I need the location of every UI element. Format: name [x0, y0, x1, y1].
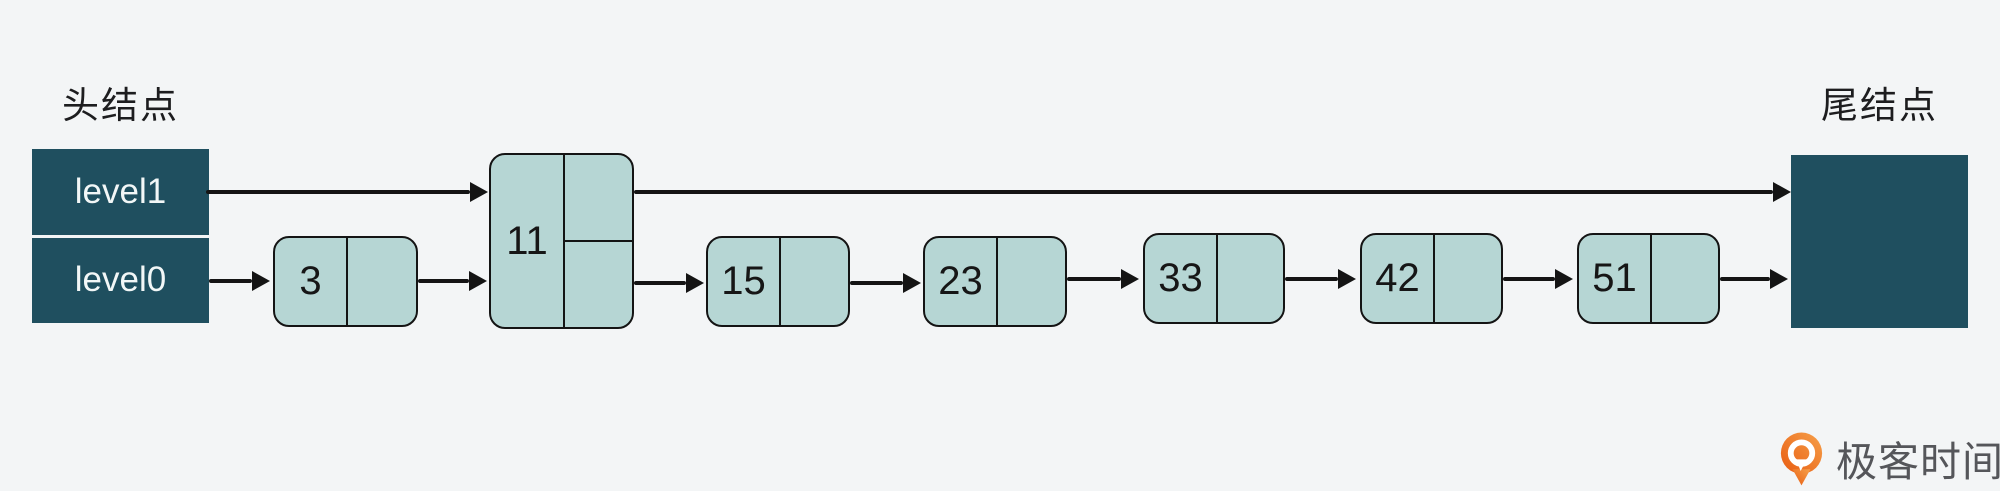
- tail-node: [1791, 155, 1968, 328]
- level0-arrow-head-to-3-line: [209, 279, 252, 283]
- node-pointer-cell: [998, 238, 1065, 325]
- head-node: level1 level0: [32, 149, 209, 323]
- node-value-cell: 15: [708, 238, 781, 325]
- geektime-logo-text: 极客时间: [1836, 439, 2000, 485]
- head-level0-label: level0: [74, 260, 167, 300]
- level0-arrow-11-to-15-arrowhead-icon: [686, 273, 704, 293]
- level0-arrow-23-to-33-line: [1067, 277, 1121, 281]
- level0-arrow-3-to-11-line: [418, 279, 469, 283]
- node-value: 15: [721, 259, 766, 303]
- level0-arrow-42-to-51-arrowhead-icon: [1555, 269, 1573, 289]
- skiplist-node-33: 33: [1143, 233, 1285, 324]
- skiplist-node-15: 15: [706, 236, 850, 327]
- node-value: 33: [1158, 256, 1203, 300]
- node-pointer-cell: [348, 238, 416, 325]
- level0-arrow-3-to-11-arrowhead-icon: [469, 271, 487, 291]
- level0-arrow-42-to-51-line: [1503, 277, 1555, 281]
- node-value-cell: 23: [925, 238, 998, 325]
- geektime-logo-icon: [1780, 432, 1823, 485]
- head-row-divider: [32, 234, 209, 238]
- level0-arrow-51-to-tail-arrowhead-icon: [1770, 269, 1788, 289]
- node-value-cell: 42: [1362, 235, 1435, 322]
- node-pointer-cell: [781, 238, 848, 325]
- node-pointer-cell: [1218, 235, 1283, 322]
- level0-arrow-23-to-33-arrowhead-icon: [1121, 269, 1139, 289]
- head-level1-label: level1: [74, 171, 167, 211]
- level0-arrow-15-to-23-arrowhead-icon: [903, 273, 921, 293]
- level0-arrow-33-to-42-line: [1285, 277, 1338, 281]
- head-level1-cell: level1: [32, 149, 209, 235]
- node-value-cell: 51: [1579, 235, 1652, 322]
- skiplist-node-23: 23: [923, 236, 1067, 327]
- node-value: 3: [299, 259, 322, 303]
- node-pointer-cell-level1: [565, 155, 632, 242]
- node-pointer-cell-level0: [565, 242, 632, 327]
- skiplist-node-3: 3: [273, 236, 418, 327]
- node-value-cell: 33: [1145, 235, 1218, 322]
- level0-arrow-head-to-3-arrowhead-icon: [252, 271, 270, 291]
- node-value: 11: [506, 218, 548, 263]
- head-level0-cell: level0: [32, 238, 209, 324]
- node-pointer-cell: [1652, 235, 1718, 322]
- level1-arrow-11-to-tail-arrowhead-icon: [1773, 182, 1791, 202]
- tail-node-label: 尾结点: [1821, 85, 1938, 126]
- level1-arrow-head-to-11-line: [206, 190, 470, 194]
- level1-arrow-head-to-11-arrowhead-icon: [470, 182, 488, 202]
- skiplist-node-11: 11: [489, 153, 634, 329]
- node-value: 51: [1592, 256, 1637, 300]
- level1-arrow-11-to-tail-line: [634, 190, 1773, 194]
- node-pointer-column: [565, 155, 632, 327]
- skiplist-node-42: 42: [1360, 233, 1503, 324]
- skiplist-node-51: 51: [1577, 233, 1720, 324]
- node-pointer-cell: [1435, 235, 1501, 322]
- node-value-cell: 11: [491, 155, 565, 327]
- node-value-cell: 3: [275, 238, 348, 325]
- node-value: 42: [1375, 256, 1420, 300]
- head-node-label: 头结点: [62, 85, 179, 126]
- level0-arrow-51-to-tail-line: [1720, 277, 1770, 281]
- node-value: 23: [938, 259, 983, 303]
- level0-arrow-15-to-23-line: [850, 281, 903, 285]
- level0-arrow-11-to-15-line: [634, 281, 686, 285]
- geektime-logo: 极客时间: [1780, 428, 2000, 488]
- level0-arrow-33-to-42-arrowhead-icon: [1338, 269, 1356, 289]
